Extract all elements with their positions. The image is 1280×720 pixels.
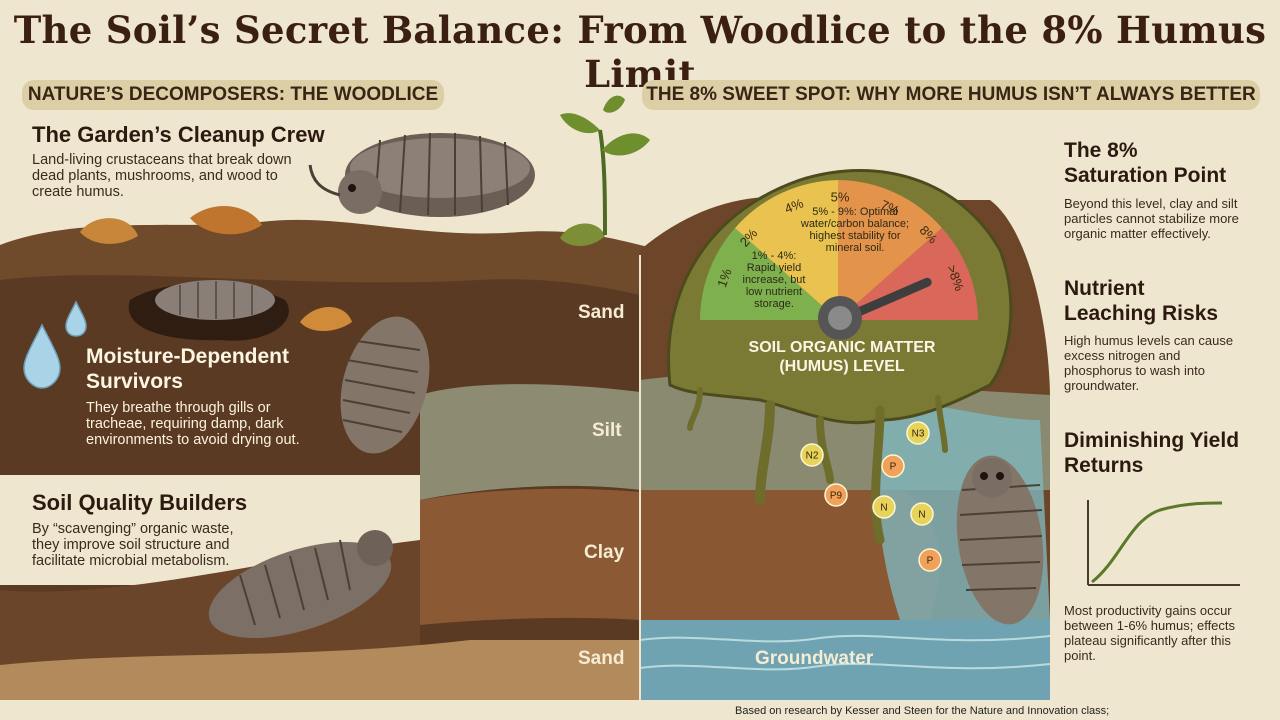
gauge-segment-orange [838, 180, 942, 320]
builders-text: By “scavenging” organic waste,they impro… [32, 521, 234, 569]
gauge-label: 5% [831, 189, 850, 204]
gauge-label: 7% [878, 197, 902, 219]
nutrient-label: N [880, 503, 887, 514]
nutrient-bubble [910, 502, 934, 526]
nutrient-label: N [918, 510, 925, 521]
gauge-label: 1% [714, 266, 735, 289]
right-section-banner: THE 8% SWEET SPOT: WHY MORE HUMUS ISN’T … [642, 80, 1260, 110]
saturation-heading: The 8%Saturation Point [1064, 139, 1227, 187]
gauge-segment-green [700, 228, 838, 320]
clay-layer-right [640, 490, 940, 620]
layer-label-groundwater: Groundwater [755, 648, 874, 669]
woodlouse-bottom-icon [208, 530, 393, 639]
water-drop-icon [23, 323, 61, 389]
groundwater-band [640, 620, 1050, 700]
gauge-caption: SOIL ORGANIC MATTER(HUMUS) LEVEL [748, 339, 936, 375]
nutrient-bubble [872, 495, 896, 519]
nutrient-label: P9 [830, 491, 843, 502]
nutrient-bubble [918, 548, 942, 572]
layer-label-silt: Silt [592, 420, 622, 441]
layer-label-sand-bottom: Sand [578, 648, 625, 669]
gauge-label: 4% [782, 195, 805, 216]
yield-chart-icon [1087, 500, 1240, 586]
gauge-segment-yellow [735, 180, 838, 320]
woodlouse-middle-icon [340, 316, 430, 454]
lower-sand [0, 640, 660, 700]
nutrient-label: P [927, 556, 934, 567]
nutrient-bubble [881, 454, 905, 478]
woodlouse-tunnel-icon [155, 280, 275, 320]
nutrient-label: P [890, 462, 897, 473]
layer-label-clay: Clay [584, 542, 625, 563]
woodlouse-right-icon [956, 455, 1044, 625]
clay-layer-left [420, 488, 640, 625]
gauge-segment-red [838, 228, 978, 320]
nutrient-label: N3 [912, 429, 925, 440]
nutrient-label: N2 [806, 451, 819, 462]
humus-gauge: 1%2%4%5%7%8%>8% [667, 169, 1013, 425]
nutrient-bubble [824, 483, 848, 507]
nutrient-bubble [906, 421, 930, 445]
page-title: The Soil’s Secret Balance: From Woodlice… [13, 8, 1267, 96]
cleanup-heading: The Garden’s Cleanup Crew [32, 122, 325, 147]
nutrient-bubble [800, 443, 824, 467]
silt-layer-left [420, 384, 640, 500]
footer-credit: Based on research by Kesser and Steen fo… [735, 705, 1110, 717]
builders-heading: Soil Quality Builders [32, 490, 248, 515]
left-section-banner: NATURE’S DECOMPOSERS: THE WOODLICE [22, 80, 444, 110]
layer-label-sand-top: Sand [578, 302, 625, 323]
woodlouse-top-icon [308, 132, 535, 217]
